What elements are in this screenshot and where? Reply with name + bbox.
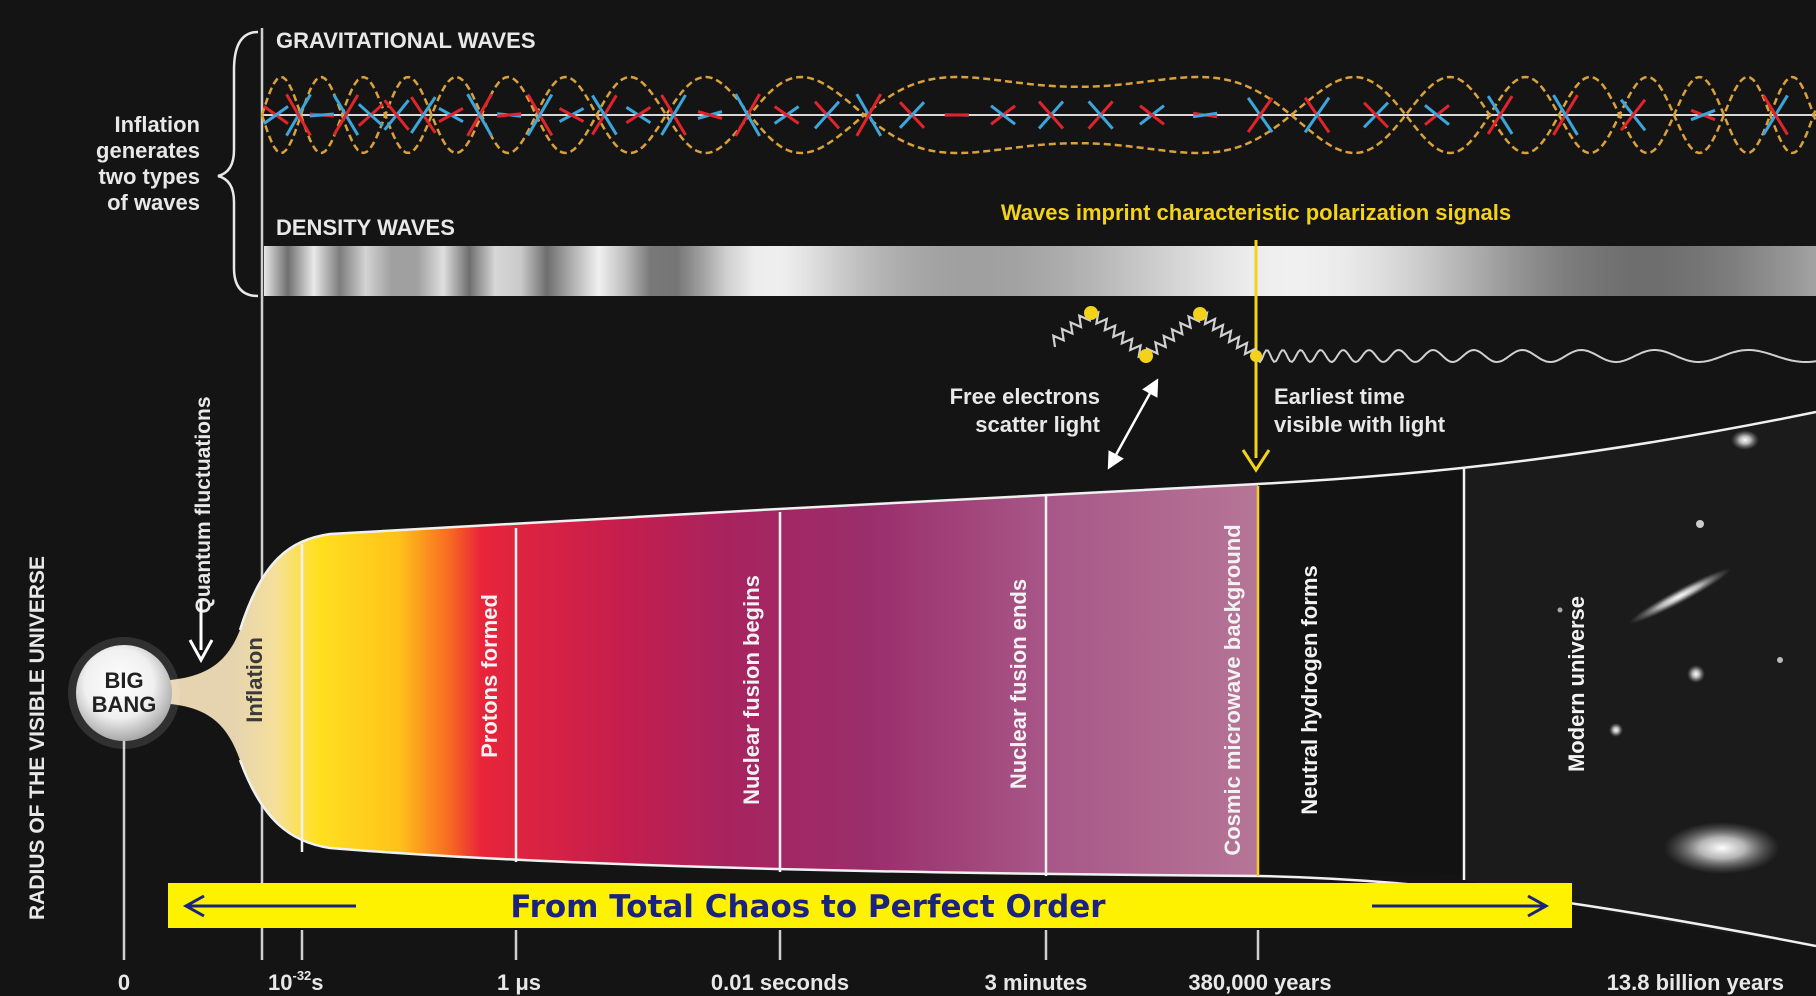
gw-polarization-arrow — [1362, 101, 1390, 129]
gw-polarization-arrow — [1619, 98, 1647, 132]
electron-dot — [1193, 307, 1207, 321]
gw-polarization-arrow — [591, 94, 618, 136]
big-bang-label: BANG — [92, 692, 157, 717]
scatter-arrow — [1107, 378, 1159, 470]
epoch-label-modern-universe: Modern universe — [1564, 596, 1589, 772]
tick-label: 3 minutes — [985, 970, 1088, 995]
left-axis-label: RADIUS OF THE VISIBLE UNIVERSE — [26, 556, 49, 920]
gw-polarization-arrow — [526, 93, 554, 137]
electron-dot — [1084, 306, 1098, 320]
polarization-note: Waves imprint characteristic polarizatio… — [1001, 200, 1511, 225]
epoch-label-inflation: Inflation — [242, 637, 267, 723]
timeline-labels: 0 10-32s 1 μs 0.01 seconds 3 minutes 380… — [118, 968, 1784, 995]
gw-polarization-arrow — [1424, 104, 1450, 126]
density-waves-label: DENSITY WAVES — [276, 215, 455, 240]
gw-polarization-arrow — [309, 112, 334, 118]
banner — [168, 883, 1572, 928]
free-electrons-note: Free electrons — [950, 384, 1100, 409]
electron-dot — [1250, 350, 1262, 362]
epoch-label-protons: Protons formed — [477, 594, 502, 758]
gw-polarization-arrow — [1037, 100, 1065, 130]
inflation-note: Inflation generates two types of waves — [96, 112, 200, 215]
gw-polarization-arrow — [332, 94, 360, 136]
epoch-label-fusion-ends: Nuclear fusion ends — [1006, 579, 1031, 789]
timeline-tick-marks — [300, 930, 1260, 960]
gw-polarization-arrow — [383, 99, 410, 131]
gw-polarization-arrow — [1762, 94, 1789, 136]
earliest-time-note: Earliest time — [1274, 384, 1405, 409]
tick-label: 1 μs — [497, 970, 541, 995]
gw-polarization-arrow — [357, 103, 384, 127]
gw-polarization-arrow — [410, 96, 437, 134]
gw-polarization-arrow — [773, 105, 800, 125]
tick-label: 10-32s — [268, 968, 324, 995]
gw-polarization-arrow — [1690, 108, 1716, 122]
gw-polarization-arrow — [558, 107, 585, 123]
photon-path — [1051, 306, 1816, 364]
earliest-time-note: visible with light — [1274, 412, 1446, 437]
gw-polarization-arrow — [990, 104, 1016, 126]
inflation-note-line: Inflation — [114, 112, 200, 137]
tick-label: 13.8 billion years — [1607, 970, 1784, 995]
gravitational-waves — [260, 75, 1816, 155]
gw-polarization-arrow — [660, 94, 687, 136]
modern-universe-region — [1464, 412, 1816, 946]
universe-cone — [170, 484, 1258, 876]
gw-polarization-arrow — [1303, 96, 1331, 134]
galaxy-field — [1557, 430, 1783, 874]
inflation-note-line: of waves — [107, 190, 200, 215]
electron-dot — [1139, 349, 1153, 363]
galaxy — [1731, 430, 1759, 450]
gw-strain-curve — [260, 75, 1816, 155]
galaxy — [1664, 822, 1780, 874]
galaxy — [1777, 657, 1783, 663]
gw-polarization-arrow — [497, 112, 522, 118]
gw-polarization-arrow — [625, 106, 652, 124]
gravitational-waves-label: GRAVITATIONAL WAVES — [276, 28, 536, 53]
gw-polarization-arrow — [1552, 94, 1579, 136]
gw-polarization-arrow — [855, 93, 883, 137]
gw-polarization-arrow — [438, 106, 464, 124]
banner-text: From Total Chaos to Perfect Order — [510, 889, 1106, 925]
tick-label: 380,000 years — [1188, 970, 1331, 995]
tick-label: 0.01 seconds — [711, 970, 849, 995]
density-waves-band — [264, 246, 1816, 296]
gw-polarization-arrow — [1246, 97, 1274, 133]
gw-polarization-arrow — [466, 93, 493, 137]
galaxy — [1687, 665, 1705, 683]
epoch-label-fusion-begins: Nuclear fusion begins — [739, 575, 764, 805]
gw-polarization-arrow — [898, 101, 926, 129]
galaxy — [1609, 723, 1623, 737]
galaxy — [1696, 520, 1704, 528]
gw-strain-curve — [260, 75, 1816, 155]
tick-label: 0 — [118, 970, 130, 995]
big-bang-label: BIG — [104, 668, 143, 693]
galaxy — [1557, 607, 1563, 613]
gw-polarization-arrow — [263, 105, 289, 125]
free-electrons-note: scatter light — [975, 412, 1100, 437]
gw-polarization-arrow — [697, 110, 723, 120]
epoch-label-neutral-hydrogen: Neutral hydrogen forms — [1297, 565, 1322, 814]
gw-polarization-arrow — [1192, 111, 1218, 119]
galaxy — [1628, 568, 1732, 624]
polarization-arrowhead — [1241, 449, 1271, 473]
epoch-label-cmb: Cosmic microwave background — [1220, 524, 1245, 855]
big-bang-circle — [76, 645, 172, 741]
epoch-dividers — [300, 468, 1466, 880]
gw-polarization-arrow — [1486, 95, 1514, 135]
gw-polarization-arrow — [285, 93, 312, 137]
quantum-arrowhead — [188, 639, 214, 664]
gw-polarization-arrow — [1139, 104, 1165, 126]
inflation-note-line: generates — [96, 138, 200, 163]
gw-polarization-arrow — [1087, 100, 1114, 130]
banner-right-arrowhead — [1527, 894, 1550, 918]
banner-left-arrowhead — [182, 894, 205, 918]
gw-polarization-arrow — [813, 100, 841, 130]
inflation-note-line: two types — [99, 164, 200, 189]
gw-polarization-arrow — [734, 93, 761, 137]
quantum-fluctuations-label: Quantum fluctuations — [192, 397, 215, 614]
waves-brace — [217, 30, 259, 298]
cone-top-edge — [238, 410, 1816, 631]
